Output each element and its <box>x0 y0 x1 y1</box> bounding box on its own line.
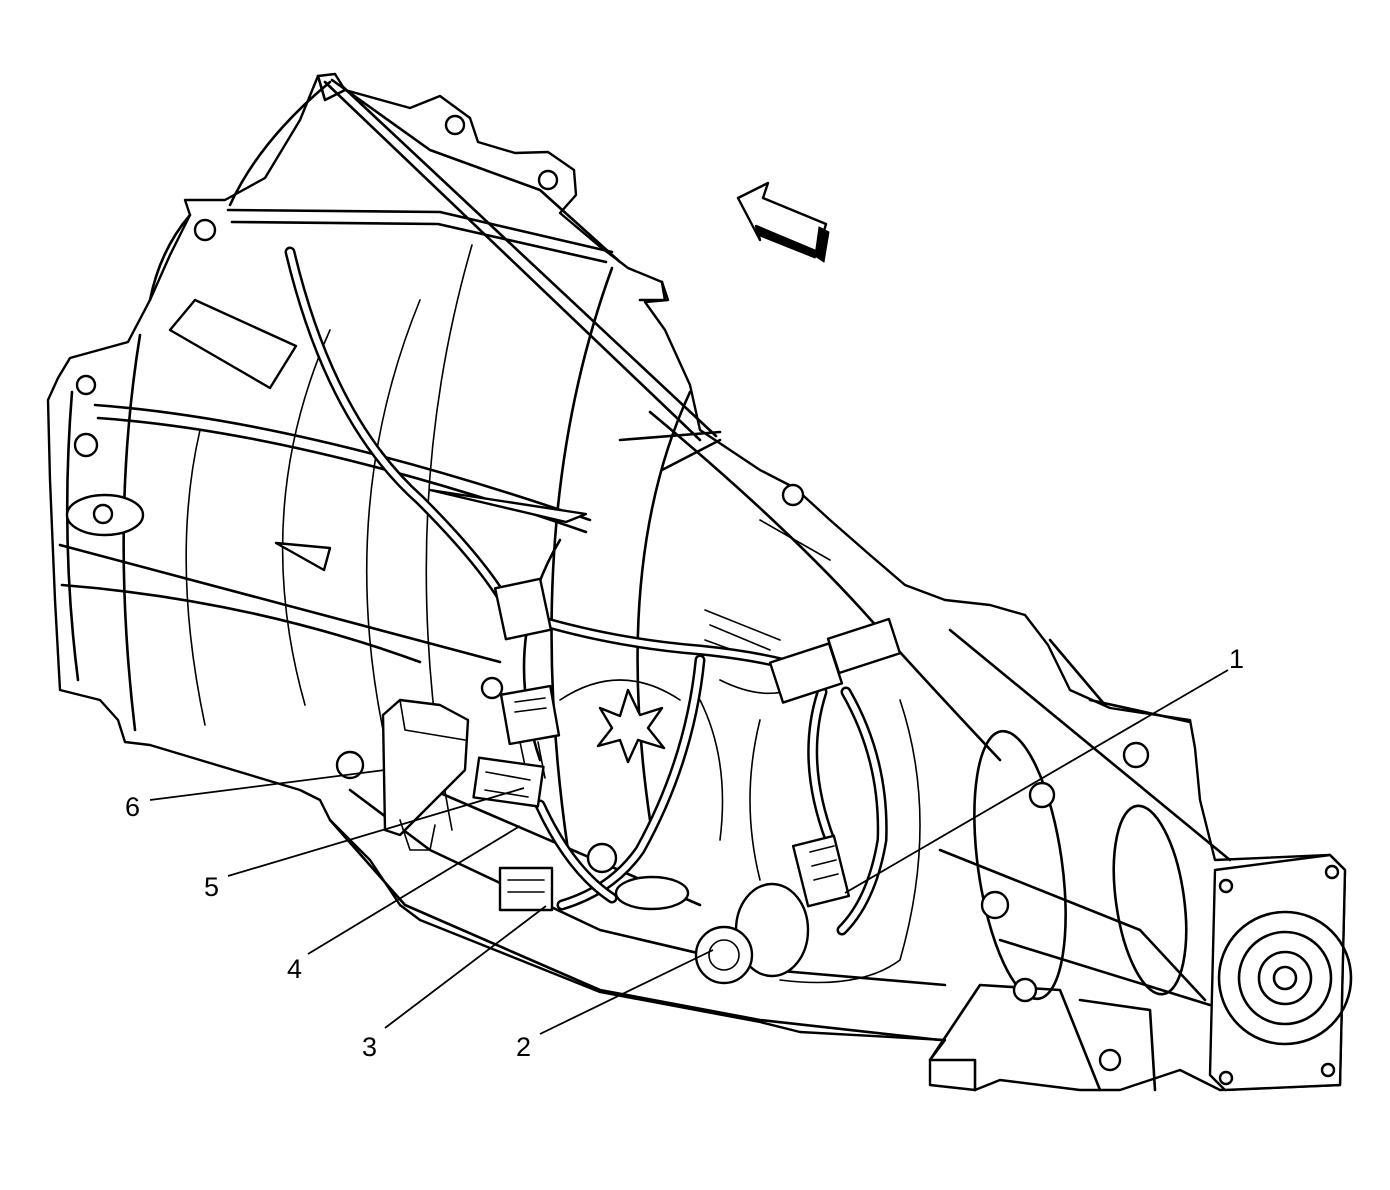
transmission-case-outline <box>46 72 1347 1092</box>
components <box>381 577 902 985</box>
component-1-detail <box>809 845 839 881</box>
component-3-detail <box>507 879 545 893</box>
callout-leaders <box>149 669 1229 1035</box>
mount-hole <box>73 432 99 458</box>
flange-bolt-hole <box>1324 864 1340 880</box>
main-case-top-rib <box>618 410 1002 762</box>
callout-labels: 1 2 3 4 5 6 <box>125 644 1244 1062</box>
valve-body-lines <box>559 679 761 881</box>
mount-hole <box>537 169 559 191</box>
case-bolt <box>1122 741 1150 769</box>
component-5-connector <box>499 684 561 746</box>
case-bolt <box>586 842 618 874</box>
mount-hole <box>444 114 466 136</box>
harness-connector-main-top <box>826 617 902 675</box>
mount-hole <box>92 503 114 525</box>
callout-2-leader <box>539 949 714 1035</box>
component-6-module <box>381 698 470 837</box>
top-tab <box>316 74 667 302</box>
rib-notch <box>274 541 332 572</box>
component-5-detail <box>514 697 547 781</box>
case-bolt <box>781 483 805 507</box>
bell-housing-rib-top <box>323 80 718 442</box>
component-3-connector <box>498 866 554 912</box>
case-bolt <box>335 750 365 780</box>
flange-bolt-hole <box>1320 1062 1336 1078</box>
tail-housing-top <box>948 628 1232 862</box>
mount-bolt-hole <box>1098 1048 1122 1072</box>
bell-housing-rib-lower <box>58 543 502 664</box>
callout-6-leader <box>149 769 386 801</box>
component-1-connector <box>791 834 851 908</box>
harness-wire-inner <box>809 689 833 843</box>
direction-arrow-shadow <box>814 226 830 263</box>
bell-housing-top-edge <box>228 78 622 264</box>
component-2-sensor <box>694 925 754 985</box>
component-4-connector <box>472 756 545 808</box>
callout-4-leader <box>307 825 521 955</box>
id-label-plate <box>168 298 298 390</box>
mount-hole <box>75 374 97 396</box>
callout-1-label: 1 <box>1229 644 1244 674</box>
case-bolt <box>1012 977 1038 1003</box>
component-6-detail <box>399 699 466 851</box>
callout-2-label: 2 <box>516 1032 531 1062</box>
direction-arrow-icon <box>736 181 830 263</box>
direction-arrow-shadow <box>755 225 819 259</box>
harness-wire-inner <box>839 689 886 933</box>
callout-5-label: 5 <box>204 872 219 902</box>
transmission-assembly <box>46 72 1353 1092</box>
filter-tube <box>614 875 690 911</box>
callout-4-label: 4 <box>287 954 302 984</box>
rib-wedge <box>428 488 588 524</box>
flange-bolt-hole <box>1218 878 1234 894</box>
case-bolt <box>980 890 1010 920</box>
output-seal-inner <box>1257 950 1313 1006</box>
wiring-harness <box>284 246 921 984</box>
flange-bolt-hole <box>1218 1070 1234 1086</box>
main-case-side-lines <box>704 519 831 661</box>
output-seal-mid <box>1237 930 1333 1026</box>
harness-wire-inner <box>287 249 508 605</box>
callout-6-label: 6 <box>125 792 140 822</box>
converter-dome-arc <box>185 244 473 831</box>
component-2-sensor-face <box>708 939 740 971</box>
oil-pan-flange <box>328 818 942 1042</box>
case-bolt <box>1028 781 1056 809</box>
harness-wire-inner <box>502 607 803 671</box>
output-seal-outer <box>1217 910 1353 1046</box>
bell-housing-rib-upper <box>226 208 614 264</box>
extension-ring <box>1112 804 1188 996</box>
tail-housing-ring <box>973 729 1067 1001</box>
output-shaft <box>1272 965 1298 991</box>
case-bolt <box>480 676 504 700</box>
harness-wire-inner <box>537 802 615 901</box>
tail-housing-bottom <box>938 848 1212 1007</box>
output-flange <box>1208 853 1347 1092</box>
harness-connector-upper <box>493 577 553 641</box>
callout-3-leader <box>384 905 547 1029</box>
callout-3-label: 3 <box>362 1032 377 1062</box>
callout-5-leader <box>227 787 525 877</box>
callout-1-leader <box>844 669 1229 894</box>
accumulator-star <box>596 688 666 764</box>
mount-hole <box>193 218 217 242</box>
